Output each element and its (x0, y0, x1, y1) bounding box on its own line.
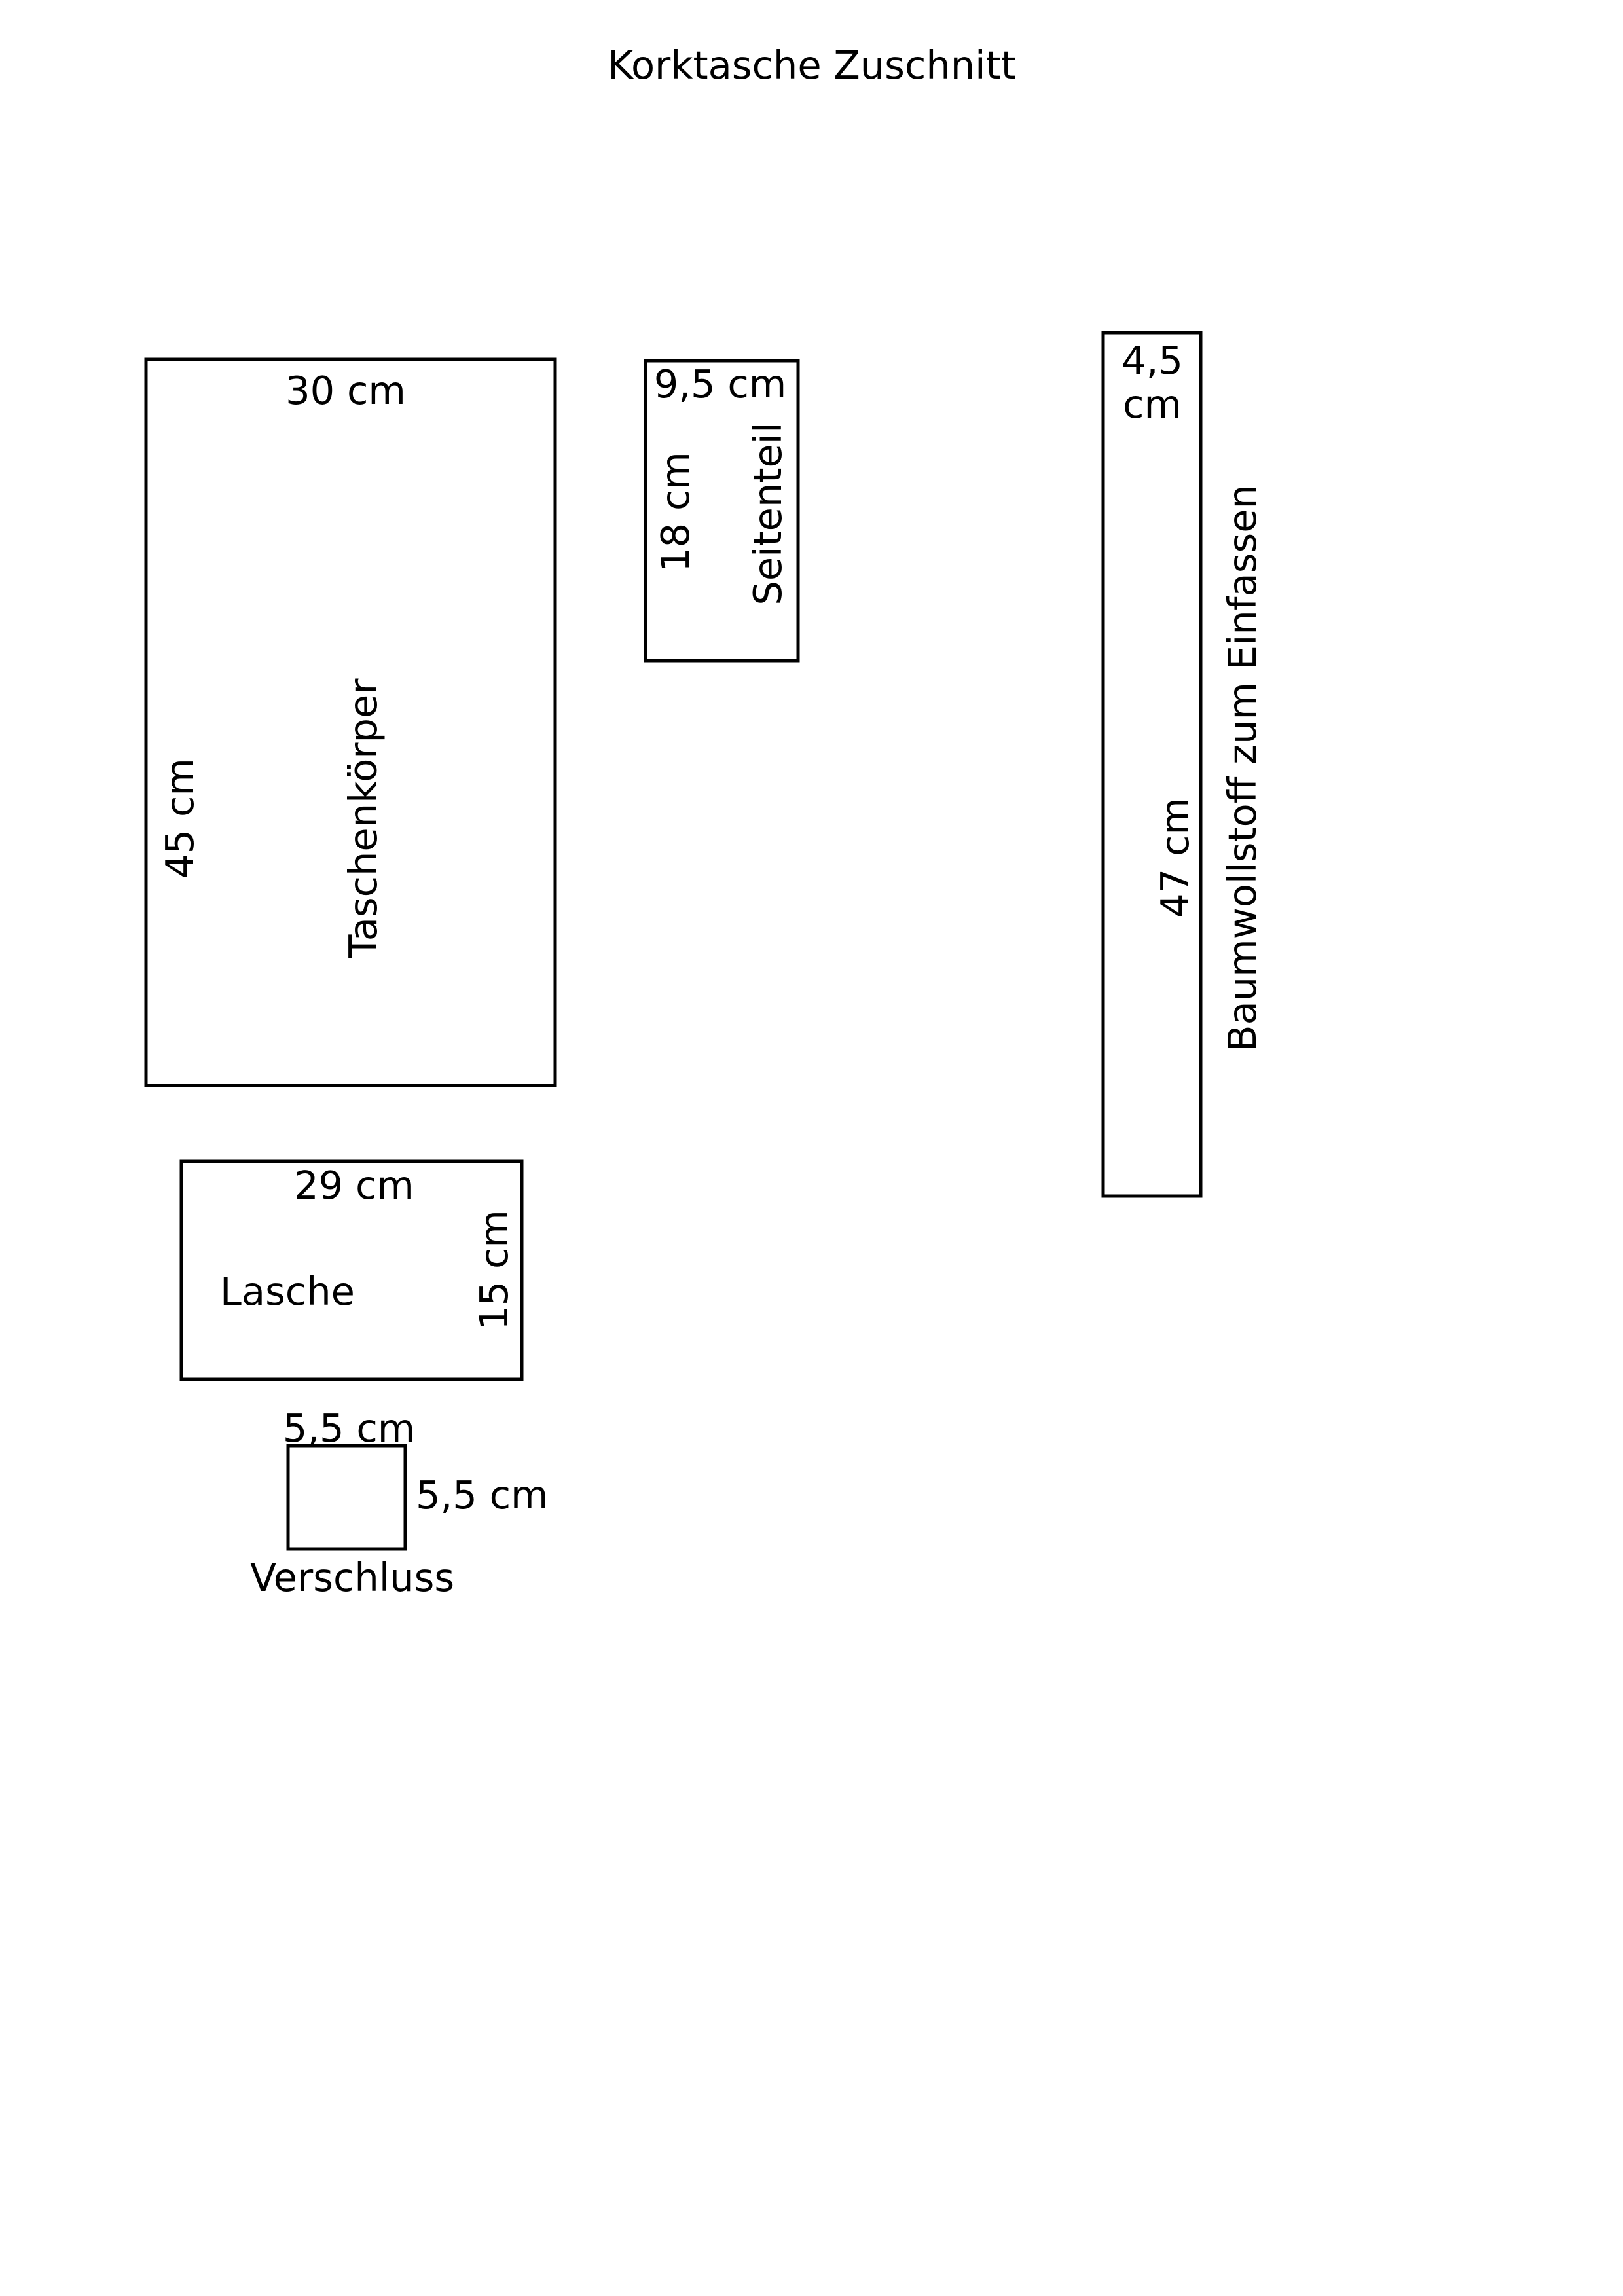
einfassung-outline (1101, 331, 1203, 1198)
piece-lasche: 29 cm 15 cm Lasche (179, 1159, 524, 1381)
lasche-outline (179, 1159, 524, 1381)
einfassung-width-label-line2: cm (1123, 382, 1182, 427)
piece-verschluss: 5,5 cm 5,5 cm Verschluss (250, 1406, 549, 1600)
einfassung-name-label: Baumwollstoff zum Einfassen (1220, 484, 1265, 1051)
taschenkoerper-width-label: 30 cm (285, 368, 406, 413)
einfassung-width-label-line1: 4,5 (1122, 338, 1183, 383)
einfassung-height-label: 47 cm (1152, 797, 1197, 918)
seitenteil-name-label: Seitenteil (745, 422, 790, 605)
verschluss-name-label: Verschluss (250, 1555, 454, 1600)
piece-einfassung: 4,5 cm 47 cm Baumwollstoff zum Einfassen (1101, 331, 1265, 1198)
verschluss-height-label: 5,5 cm (416, 1472, 549, 1518)
taschenkoerper-outline (144, 357, 557, 1087)
piece-taschenkoerper: 30 cm 45 cm Taschenkörper (144, 357, 557, 1087)
verschluss-width-label: 5,5 cm (283, 1406, 416, 1451)
diagram-title: Korktasche Zuschnitt (608, 43, 1016, 88)
taschenkoerper-height-label: 45 cm (157, 758, 202, 879)
lasche-height-label: 15 cm (471, 1210, 517, 1330)
verschluss-outline (286, 1444, 407, 1551)
seitenteil-width-label: 9,5 cm (654, 361, 787, 407)
taschenkoerper-name-label: Taschenkörper (340, 678, 386, 959)
seitenteil-outline (644, 359, 800, 663)
lasche-width-label: 29 cm (294, 1163, 414, 1208)
piece-seitenteil: 9,5 cm 18 cm Seitenteil (644, 359, 800, 663)
seitenteil-height-label: 18 cm (653, 452, 698, 572)
lasche-name-label: Lasche (220, 1269, 355, 1314)
